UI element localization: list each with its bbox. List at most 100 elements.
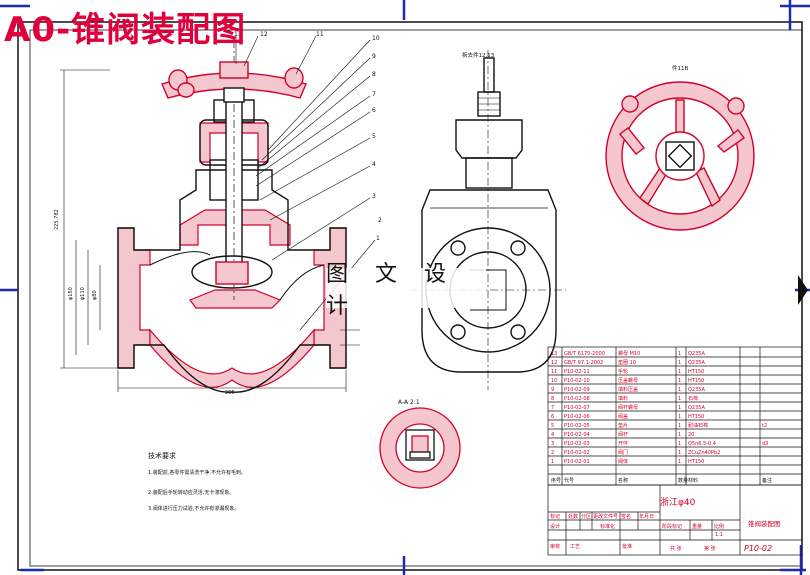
title-block: 浙江φ40 锥阀装配图 P10-02 1:1 标记 处数 分区 更改文件号 签名… — [550, 496, 781, 553]
tb-row3-3: 共 张 — [670, 545, 682, 552]
bom-cell-no: 5 — [551, 423, 554, 429]
bom-cell-qty: 1 — [678, 432, 681, 438]
tb-row3-0: 审核 — [550, 543, 560, 550]
tb-label-0: 标记 — [550, 513, 560, 520]
tb-label-5: 年月日 — [639, 513, 654, 520]
bom-header-mat: 材料 — [688, 477, 698, 484]
bom-cell-name: 螺母 M10 — [618, 350, 640, 357]
bom-cell-no: 12 — [551, 360, 557, 366]
handwheel-view — [605, 81, 755, 231]
bom-cell-code: P10-02-06 — [564, 414, 590, 420]
bom-cell-qty: 1 — [678, 450, 681, 456]
bom-cell-no: 4 — [551, 432, 554, 438]
bom-cell-qty: 1 — [678, 441, 681, 447]
tb-row3-2: 批准 — [622, 543, 632, 550]
front-section-view — [60, 35, 376, 393]
bom-header-code: 代号 — [564, 477, 574, 484]
dim-dia1: φ150 — [68, 287, 74, 300]
dimension-texts: 225.782 φ150 φ110 φ80 265 — [54, 209, 235, 396]
bom-cell-qty: 1 — [678, 387, 681, 393]
bom-cell-qty: 1 — [678, 423, 681, 429]
title-drawing-name: 锥阀装配图 — [748, 519, 781, 528]
bom-cell-mat: 20 — [688, 432, 694, 438]
tb-row3-4: 第 张 — [704, 545, 716, 552]
bom-cell-qty: 1 — [678, 405, 681, 411]
bom-cell-no: 11 — [551, 369, 557, 375]
bom-cell-no: 6 — [551, 414, 554, 420]
tb-row2-3: 重量 — [692, 523, 702, 530]
bom-cell-name: 阀杆螺母 — [618, 404, 638, 411]
tb-label-1: 处数 — [568, 513, 578, 520]
title-scale: 1:1 — [715, 532, 723, 538]
bom-cell-name: 开环 — [618, 441, 628, 447]
tech-req-line-1: 1.装配前,各零件需清洗干净,不允许有毛刺。 — [148, 469, 246, 476]
bom-cell-mat: 石棉 — [688, 395, 698, 402]
bom-cell-name: 阀体 — [618, 458, 628, 465]
bom-cell-name: 压盖螺母 — [618, 377, 638, 384]
bom-cell-no: 2 — [551, 450, 554, 456]
technical-requirements: 技术要求 1.装配前,各零件需清洗干净,不允许有毛刺。 2.装配后手轮转动应灵活… — [148, 451, 246, 512]
balloon-8: 8 — [372, 71, 376, 78]
balloon-3: 3 — [372, 193, 376, 200]
balloon-labels: 10 9 8 7 6 5 4 3 1 2 11 12 13 — [234, 31, 382, 242]
orientation-arrow — [798, 275, 808, 305]
bom-cell-code: P10-02-02 — [564, 450, 590, 456]
bom-cell-no: 13 — [551, 351, 557, 357]
dim-dia3: φ80 — [92, 290, 98, 300]
balloon-2: 2 — [378, 217, 382, 224]
tech-req-title: 技术要求 — [148, 451, 176, 460]
title-school: 浙江φ40 — [660, 496, 696, 508]
bom-cell-code: P10-02-01 — [564, 459, 590, 465]
tech-req-line-2: 2.装配后手轮转动应灵活,无卡滞现象。 — [148, 489, 234, 496]
bom-cell-code: GB/T 97.1-2002 — [564, 360, 603, 366]
bom-cell-name: 手轮 — [618, 368, 628, 375]
bom-cell-qty: 1 — [678, 396, 681, 402]
balloon-13: 13 — [234, 31, 242, 38]
dim-height-total: 225.782 — [54, 209, 60, 230]
bom-cell-no: 8 — [551, 396, 554, 402]
balloon-4: 4 — [372, 161, 376, 168]
handwheel-note: 件11B — [672, 64, 688, 72]
bom-cell-mat: HT150 — [688, 414, 704, 420]
tb-row3-1: 工艺 — [570, 544, 580, 550]
bom-header-name: 名称 — [618, 477, 628, 484]
balloon-7: 7 — [372, 91, 376, 98]
bom-cell-no: 10 — [551, 378, 557, 384]
bom-header-note: 备注 — [762, 477, 772, 484]
bom-cell-mat: Q235A — [688, 360, 705, 366]
side-view — [410, 50, 566, 390]
balloon-10: 10 — [372, 35, 380, 42]
bom-cell-mat: Q235A — [688, 387, 705, 393]
tb-row2-0: 设计 — [550, 523, 560, 530]
bom-grid — [547, 346, 803, 486]
balloon-1: 1 — [376, 235, 380, 242]
page-title: A0-锥阀装配图 — [4, 10, 247, 50]
bom-cell-code: P10-02-04 — [564, 432, 590, 438]
balloon-9: 9 — [372, 53, 376, 60]
bom-cell-qty: 1 — [678, 414, 681, 420]
section-aa-label: A-A 2:1 — [398, 399, 420, 406]
bom-cell-code: P10-02-10 — [564, 378, 590, 384]
bom-cell-name: 垫圈 10 — [618, 359, 636, 366]
bom-cell-mat: ZCuZn40Pb2 — [688, 450, 720, 456]
bom-cell-name: 填料压盖 — [618, 386, 638, 393]
balloon-12: 12 — [260, 31, 268, 38]
bom-cell-qty: 1 — [678, 378, 681, 384]
bom-header-no: 序号 — [551, 477, 561, 484]
bom-cell-name: 阀盖 — [618, 413, 628, 420]
bom-cell-mat: Q235A — [688, 351, 705, 357]
bom-cell-mat: HT150 — [688, 459, 704, 465]
bom-cell-note: t2 — [762, 423, 767, 429]
balloon-5: 5 — [372, 133, 376, 140]
bom-cell-no: 7 — [551, 405, 554, 411]
bom-cell-code: P10-02-09 — [564, 387, 590, 393]
bom-cell-no: 3 — [551, 441, 554, 447]
bom-cell-code: P10-02-08 — [564, 396, 590, 402]
bom-cell-no: 9 — [551, 387, 554, 393]
section-aa-view — [379, 407, 461, 489]
title-drawing-no: P10-02 — [744, 544, 772, 553]
bom-header-qty: 数量 — [678, 477, 688, 484]
